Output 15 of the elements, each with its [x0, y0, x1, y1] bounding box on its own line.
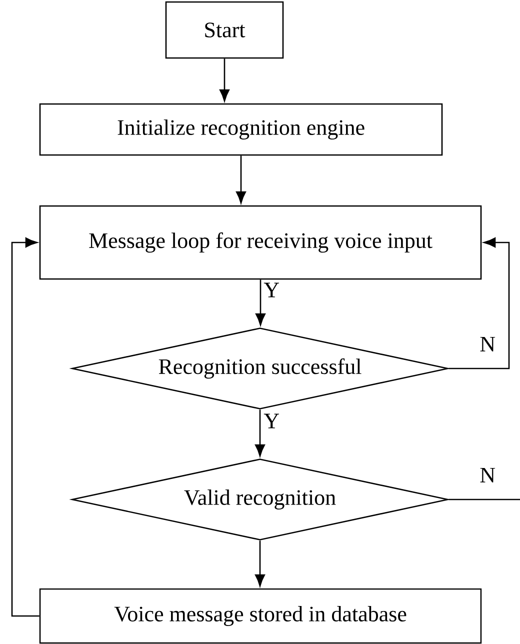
arrow	[255, 410, 265, 456]
edge-label: N	[480, 468, 496, 482]
process-box: Voice message stored in database	[39, 588, 482, 644]
edge-label: Y	[264, 282, 279, 298]
process-box: Start	[165, 1, 284, 59]
edge-label: N	[480, 336, 496, 352]
process-box: Message loop for receiving voice input	[39, 205, 482, 280]
arrow	[220, 58, 230, 102]
process-box: Initialize recognition engine	[39, 103, 443, 156]
arrow	[11, 238, 40, 617]
arrow	[236, 156, 246, 204]
arrow	[255, 540, 265, 586]
edge-label: Y	[264, 414, 279, 428]
arrow	[448, 238, 510, 370]
arrow	[256, 280, 266, 326]
